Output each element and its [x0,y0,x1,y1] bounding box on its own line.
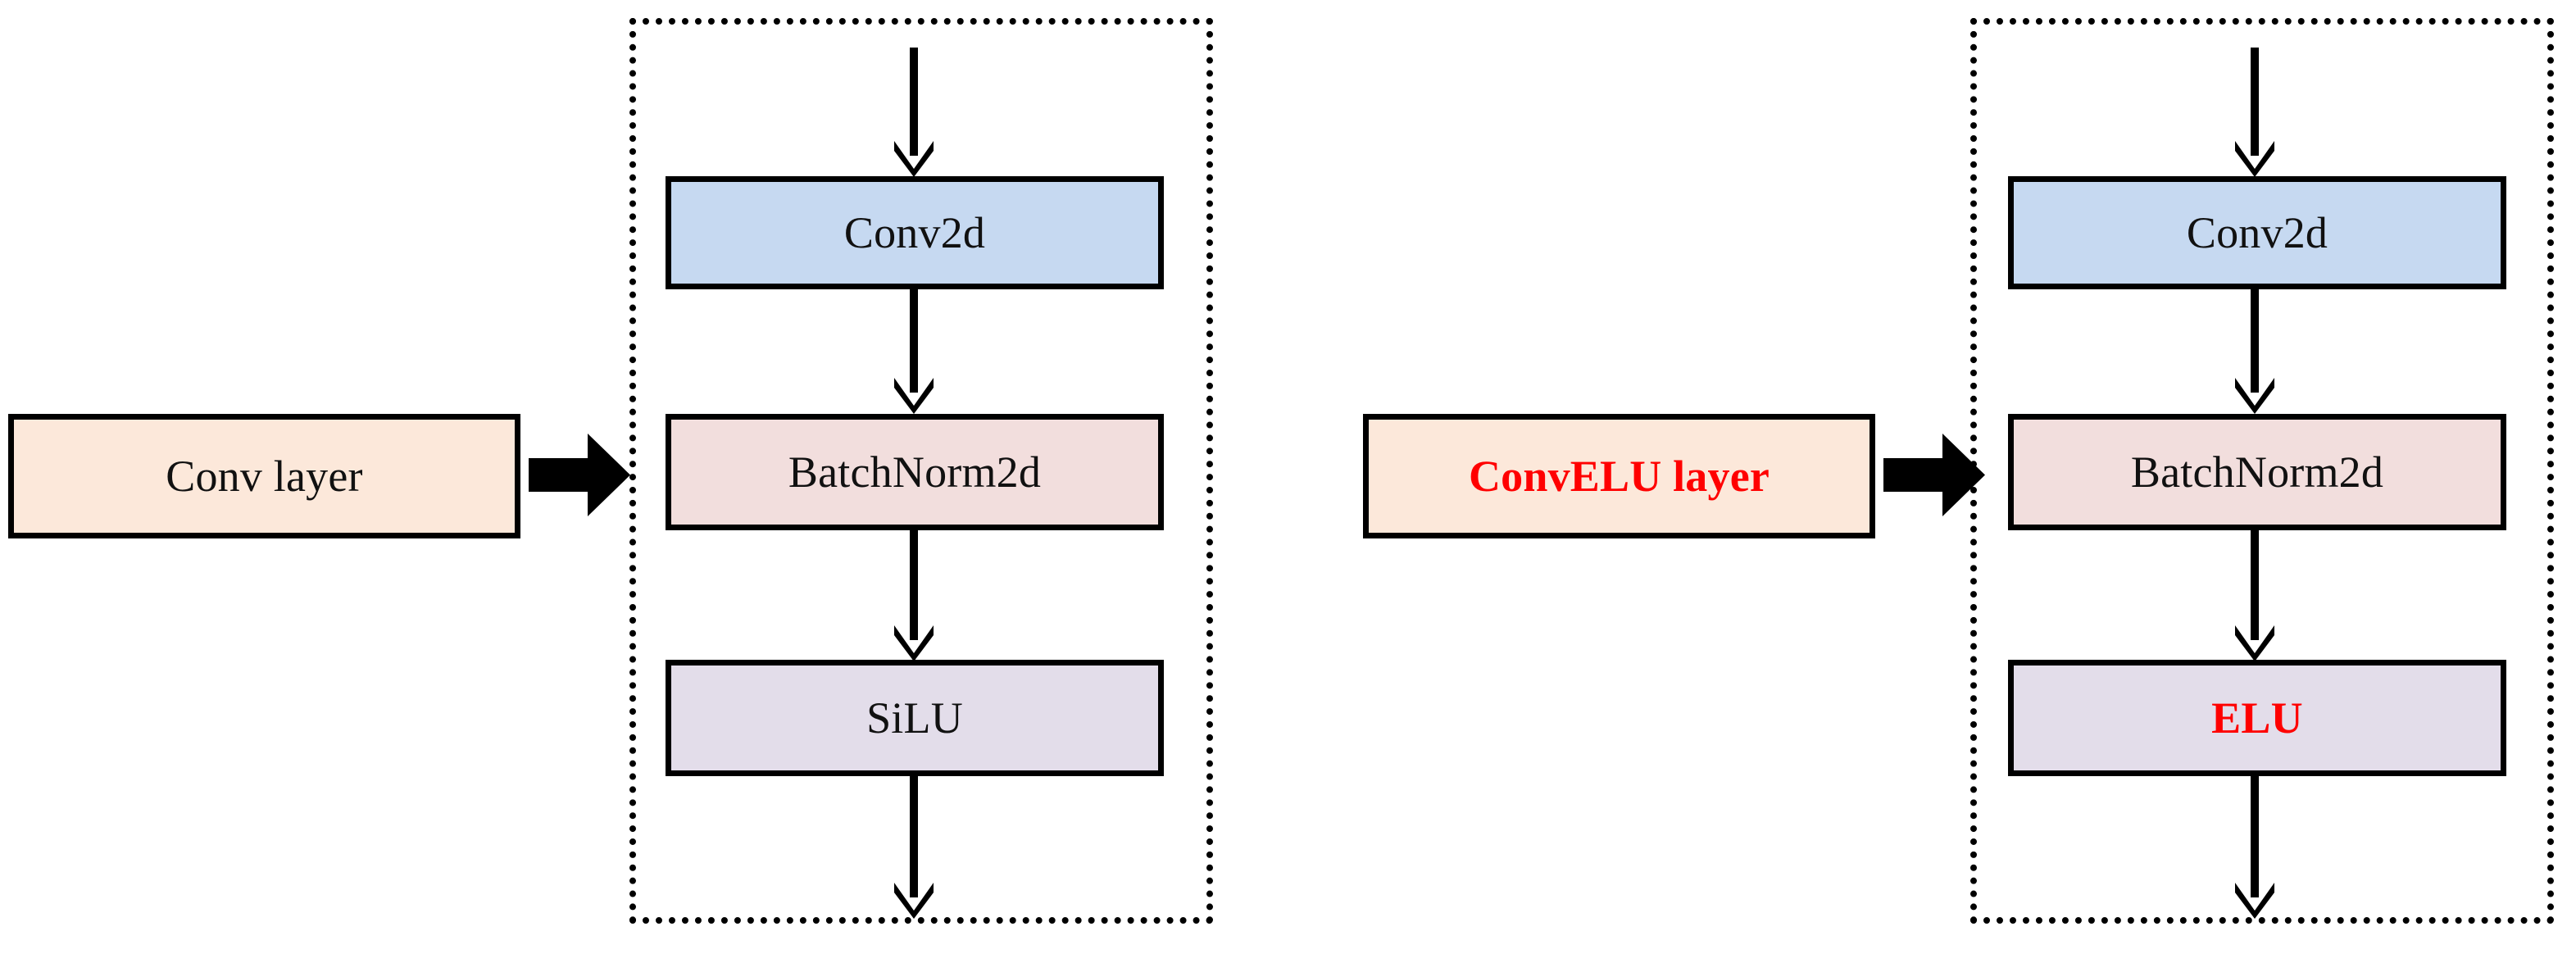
conv2d-block-left[interactable]: Conv2d [666,176,1164,289]
silu-label-left: SiLU [866,693,963,743]
conv2d-label-right: Conv2d [2186,208,2328,257]
batchnorm2d-label-left: BatchNorm2d [788,447,1042,497]
conv2d-block-right[interactable]: Conv2d [2008,176,2506,289]
convelu-layer-source-box[interactable]: ConvELU layer [1363,414,1875,538]
conv2d-label-left: Conv2d [843,208,986,257]
conv-layer-expansion-group [629,18,1213,924]
convelu-layer-source-label: ConvELU layer [1468,452,1770,501]
expand-arrow-icon-right [1883,432,1986,518]
elu-block-right[interactable]: ELU [2008,660,2506,776]
batchnorm2d-block-left[interactable]: BatchNorm2d [666,414,1164,530]
conv-layer-source-box[interactable]: Conv layer [8,414,520,538]
elu-label-right: ELU [2211,693,2303,743]
batchnorm2d-block-right[interactable]: BatchNorm2d [2008,414,2506,530]
batchnorm2d-label-right: BatchNorm2d [2130,447,2384,497]
convelu-layer-expansion-group [1970,18,2554,924]
expand-arrow-icon-left [529,432,631,518]
conv-layer-source-label: Conv layer [166,452,363,501]
silu-block-left[interactable]: SiLU [666,660,1164,776]
